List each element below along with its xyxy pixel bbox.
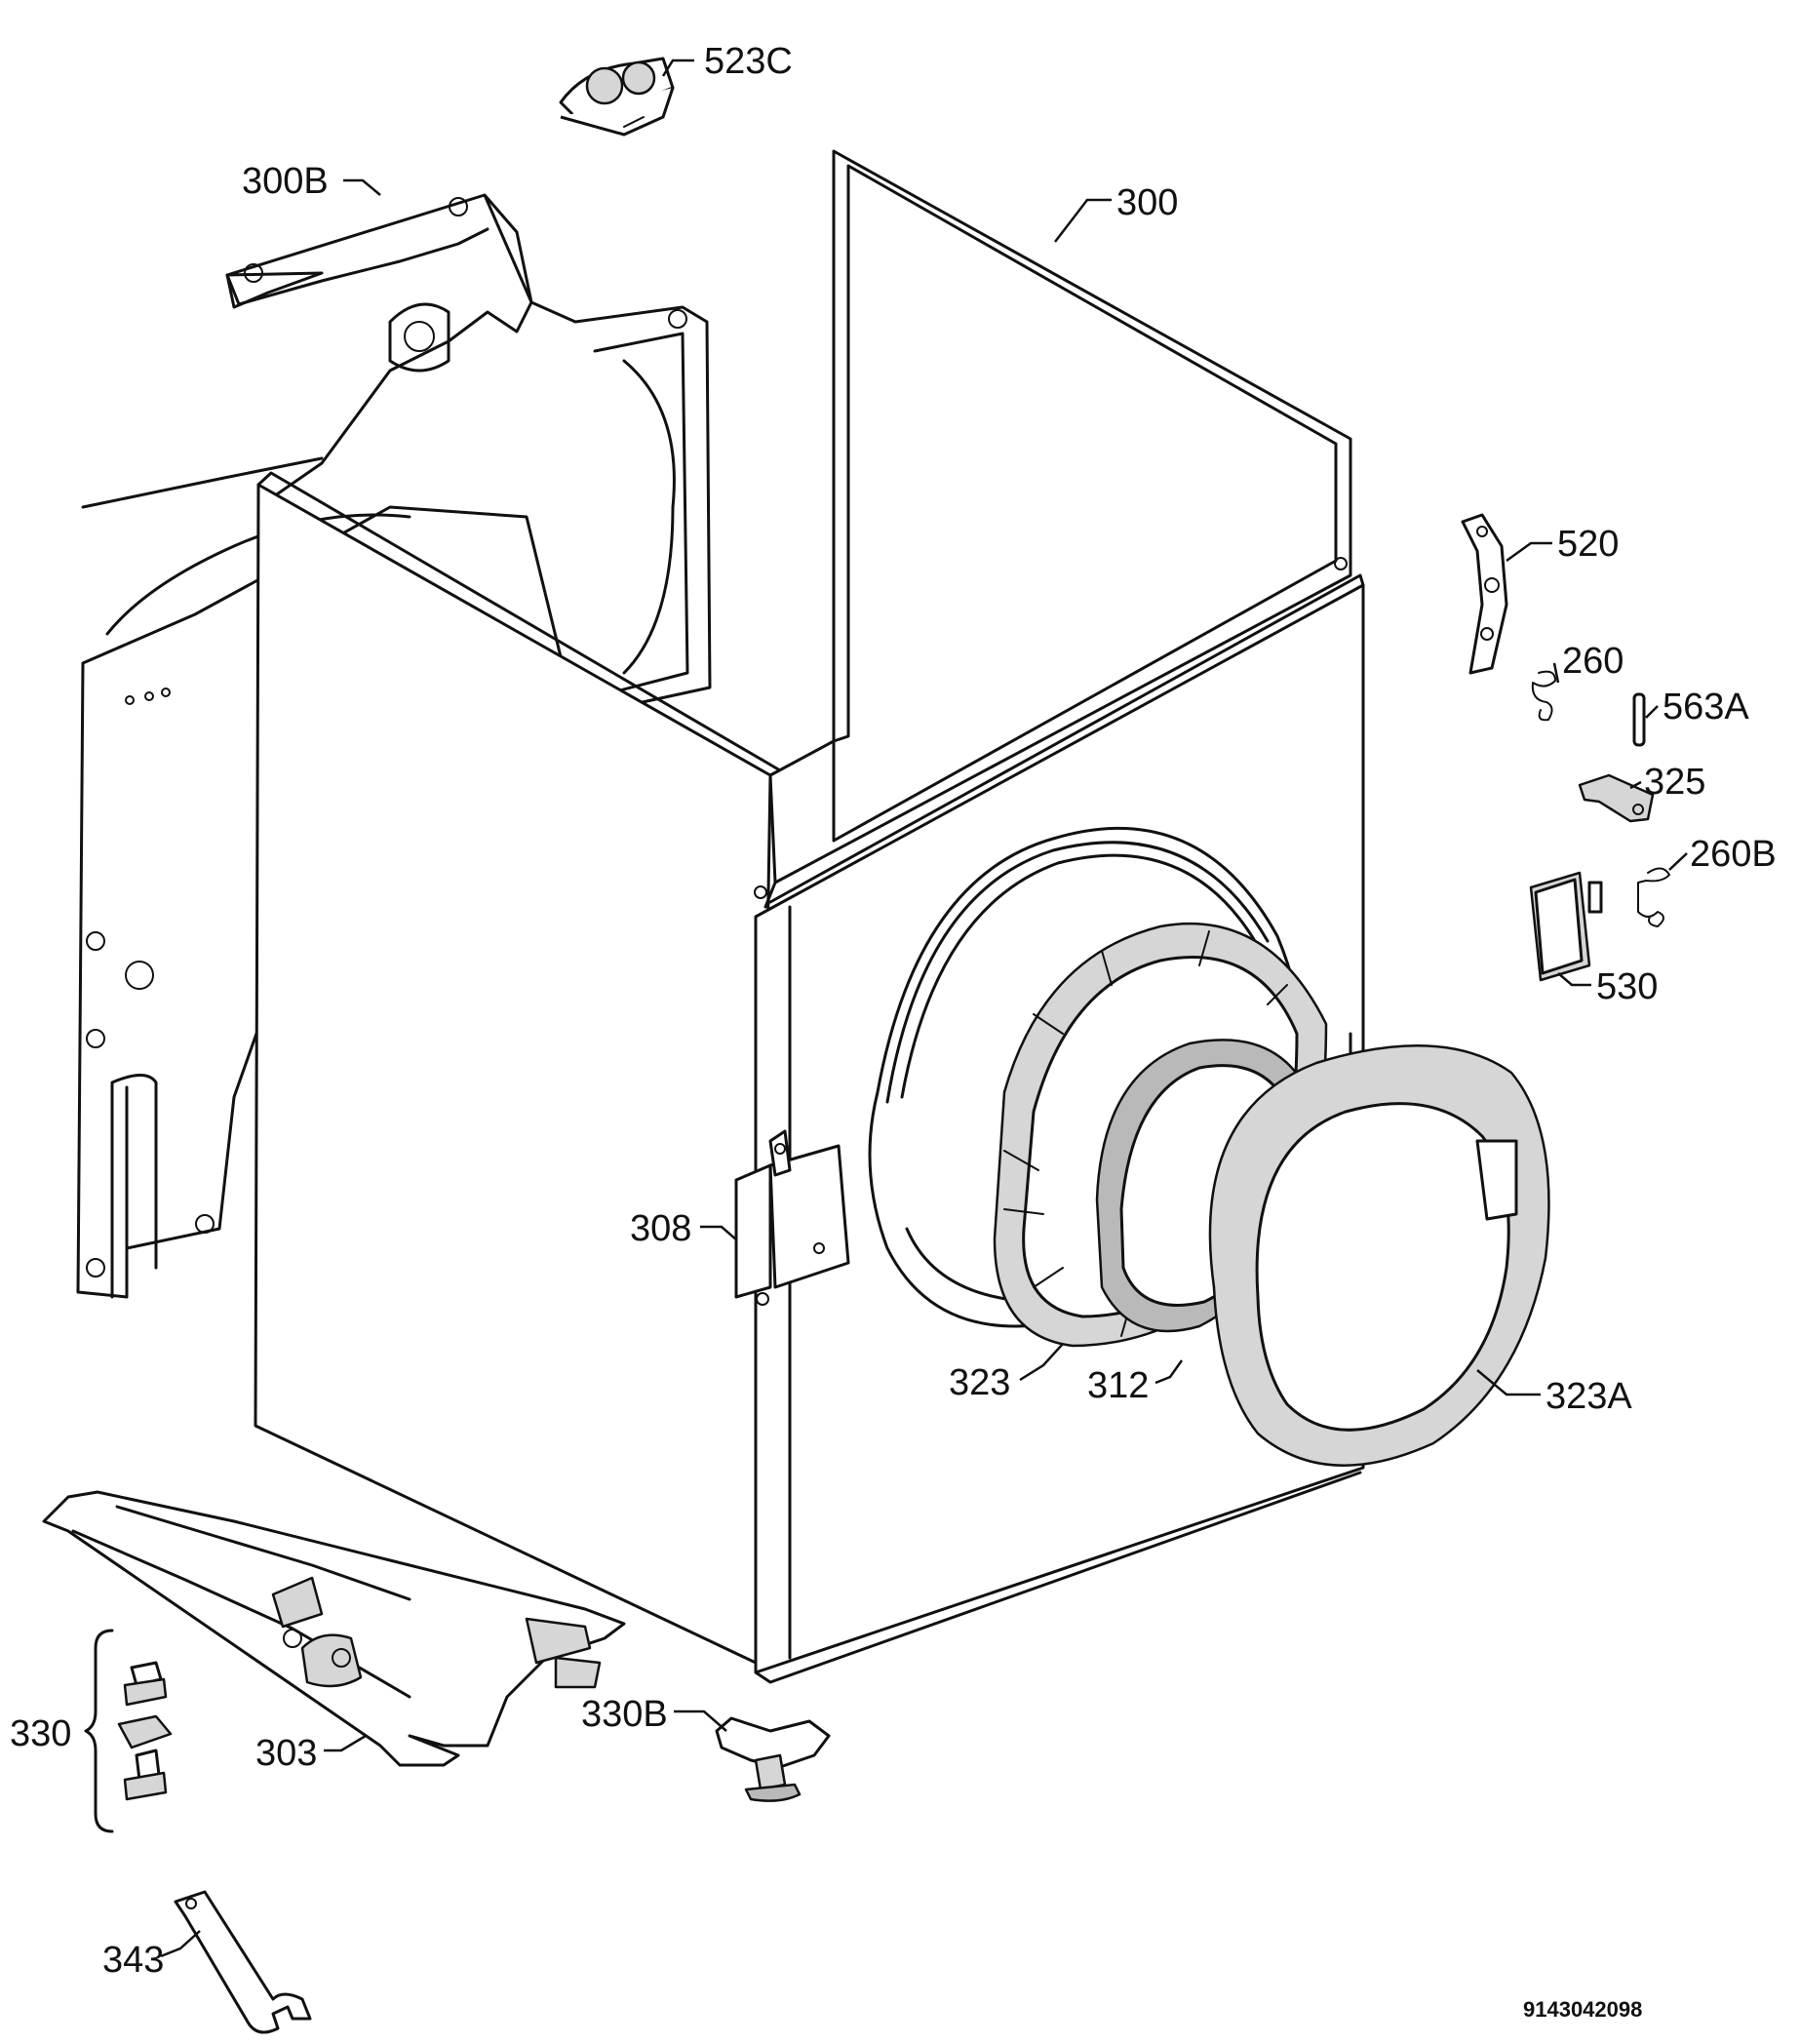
part-303-base [42,1490,626,1767]
part-563a-pin [1632,692,1646,747]
leader-lines [160,59,1688,1958]
callout-523c: 523C [704,41,793,82]
part-325-lever [1578,773,1655,823]
part-530-door-lock [1529,871,1603,982]
callout-312: 312 [1087,1365,1149,1406]
part-323a-outer-ring [1208,1044,1550,1467]
part-308-hinge [734,1129,850,1306]
part-343-spanner [174,1890,312,2034]
callout-330: 330 [10,1713,71,1754]
callout-323: 323 [949,1362,1010,1403]
callout-303: 303 [255,1733,317,1774]
part-260b-spring [1637,867,1670,927]
callout-300b: 300B [242,161,329,202]
part-523c-bracket [559,57,675,137]
part-330-fasteners [84,1629,173,1833]
callout-labels: 523C 300B 300 520 260 563A 325 260B 530 … [10,41,1777,2022]
callout-530: 530 [1596,966,1658,1007]
callout-323a: 323A [1546,1376,1632,1417]
callout-300: 300 [1116,182,1178,223]
callout-325: 325 [1644,762,1705,803]
callout-563a: 563A [1663,687,1749,727]
part-300b-rear-panel [76,193,712,1299]
part-330b-foot [715,1716,831,1802]
callout-520: 520 [1557,524,1619,565]
drawing-code: 9143042098 [1523,1997,1642,2022]
callout-260b: 260B [1690,834,1777,875]
callout-343: 343 [102,1940,164,1981]
part-520-latch-bar [1461,513,1508,675]
callout-260: 260 [1562,641,1624,682]
callout-330b: 330B [581,1694,668,1735]
callout-308: 308 [630,1208,691,1249]
part-260-spring [1531,670,1556,722]
